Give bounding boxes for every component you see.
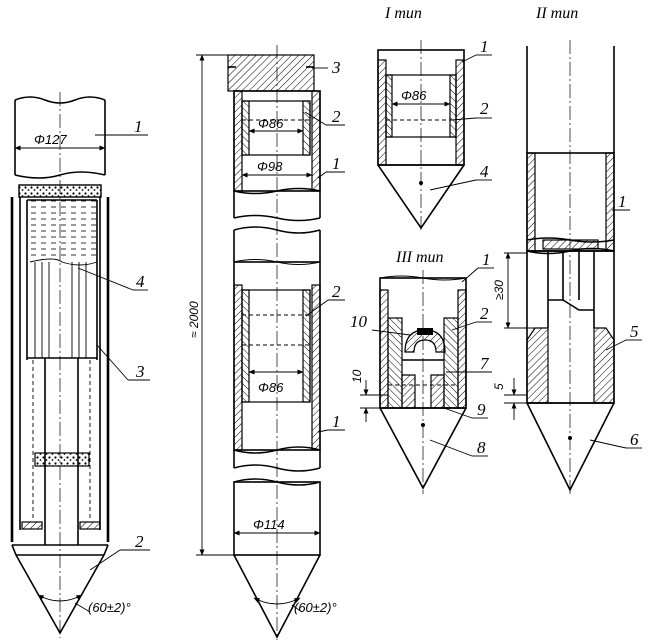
fig-a-label-4: 4 — [136, 272, 145, 291]
fig-b-label-3: 3 — [331, 58, 341, 77]
type3-label-8: 8 — [477, 438, 486, 457]
fig-a-label-2: 2 — [135, 532, 144, 551]
fig-b-dia-86-mid: Φ86 — [258, 380, 284, 395]
title-type3: III тип — [395, 249, 444, 266]
type1-label-1: 1 — [480, 37, 489, 56]
fig-b-length: ≈ 2000 — [187, 301, 201, 338]
type3-label-2: 2 — [480, 304, 489, 323]
type3-label-10: 10 — [350, 312, 368, 331]
type2-dim-30: ≥30 — [492, 280, 506, 300]
figure-b — [196, 45, 321, 640]
fig-a-angle: (60±2)° — [88, 600, 131, 615]
type1-label-2: 2 — [480, 99, 489, 118]
fig-a-label-3: 3 — [135, 362, 145, 381]
figure-a — [10, 92, 110, 638]
fig-b-label-1a: 1 — [332, 154, 341, 173]
type1-label-4: 4 — [480, 162, 489, 181]
fig-a-label-1: 1 — [134, 117, 143, 136]
figure-type1 — [377, 40, 465, 232]
fig-b-label-1b: 1 — [332, 412, 341, 431]
type1-dia-86: Φ86 — [401, 88, 427, 103]
type3-label-1: 1 — [482, 250, 491, 269]
fig-a-dia-127: Φ127 — [34, 132, 67, 147]
type2-label-5: 5 — [630, 322, 639, 341]
figure-type3 — [360, 270, 467, 494]
type3-dim-10: 10 — [350, 369, 364, 383]
fig-b-dia-98: Φ98 — [257, 159, 283, 174]
type3-label-9: 9 — [477, 400, 486, 419]
title-type2: II тип — [535, 5, 578, 22]
type2-dim-5: 5 — [492, 383, 506, 390]
fig-b-dia-86-top: Φ86 — [258, 116, 284, 131]
leader-lines — [74, 54, 642, 613]
fig-b-label-2b: 2 — [332, 282, 341, 301]
fig-b-dia-114: Φ114 — [253, 517, 285, 532]
type2-label-1: 1 — [618, 192, 627, 211]
title-type1: I тип — [384, 5, 422, 22]
type2-label-6: 6 — [630, 430, 639, 449]
fig-b-label-2a: 2 — [332, 107, 341, 126]
figure-type2 — [504, 40, 615, 496]
fig-b-angle: (60±2)° — [294, 600, 337, 615]
type3-label-7: 7 — [480, 354, 490, 373]
